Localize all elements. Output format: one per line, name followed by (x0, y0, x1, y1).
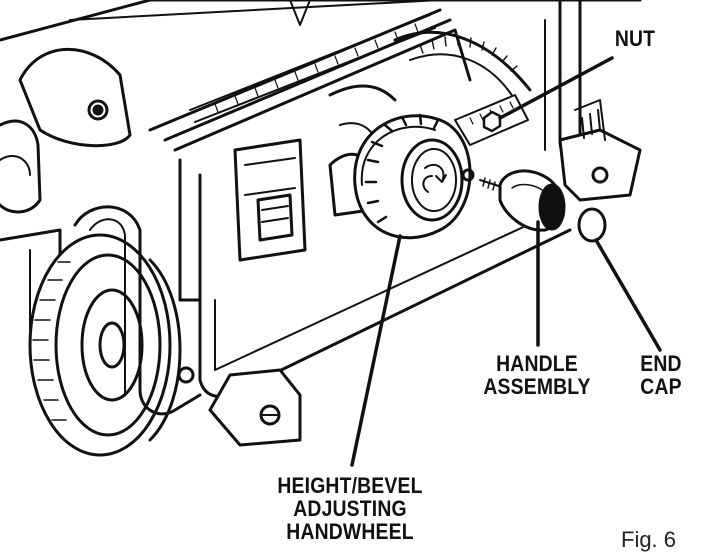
nut-label: NUT (614, 26, 656, 51)
handwheel-label: HEIGHT/BEVEL ADJUSTING HANDWHEEL (262, 474, 438, 543)
handwheel (353, 113, 475, 240)
endcap-label-line1: END (640, 351, 682, 376)
right-foot (558, 99, 642, 202)
handle-label-line2: ASSEMBLY (483, 374, 591, 399)
endcap-label-line2: CAP (640, 374, 682, 399)
handwheel-label-line2: ADJUSTING (293, 496, 407, 521)
handle-assembly-label: HANDLE ASSEMBLY (471, 352, 603, 398)
wheel (28, 233, 182, 457)
leg-frame (73, 205, 572, 447)
handwheel-label-line3: HANDWHEEL (286, 519, 414, 544)
handwheel-label-line1: HEIGHT/BEVEL (277, 473, 423, 498)
table-top (0, 0, 642, 302)
handle-assembly-part (479, 169, 566, 232)
end-cap-label: END CAP (630, 352, 692, 398)
nut-leader (498, 56, 614, 120)
leader-lines (350, 56, 662, 467)
handle-label-line1: HANDLE (496, 351, 578, 376)
nut-part (482, 110, 502, 133)
endcap-leader (594, 238, 662, 352)
figure-caption: Fig. 6 (621, 527, 677, 552)
left-housing (0, 47, 132, 331)
end-cap-part (577, 207, 607, 243)
handwheel-leader (350, 234, 402, 467)
